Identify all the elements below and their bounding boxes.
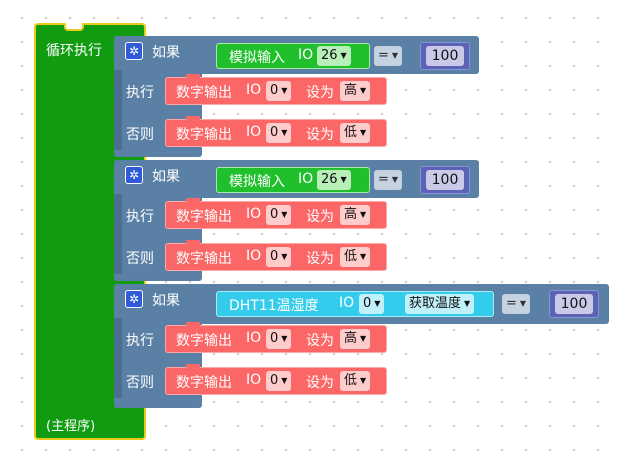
pin-dropdown[interactable]: 0▼ (266, 205, 292, 225)
operator-value: = (378, 172, 389, 187)
dropdown-arrow-icon: ▼ (281, 376, 288, 385)
set-label: 设为 (306, 251, 334, 267)
dropdown-arrow-icon: ▼ (281, 334, 288, 343)
pin-value: 0 (270, 207, 279, 222)
io-label: IO (246, 372, 262, 388)
dropdown-arrow-icon: ▼ (374, 299, 381, 308)
set-label: 设为 (306, 209, 334, 225)
state-dropdown[interactable]: 高▼ (340, 329, 371, 349)
state-value: 高 (344, 83, 358, 98)
io-label: IO (246, 124, 262, 140)
then-label: 执行 (126, 209, 154, 225)
io-label: IO (246, 82, 262, 98)
set-label: 设为 (306, 127, 334, 143)
dropdown-arrow-icon: ▼ (360, 86, 367, 95)
dropdown-arrow-icon: ▼ (281, 210, 288, 219)
state-value: 低 (344, 373, 358, 388)
operator-value: = (506, 296, 517, 311)
measure-dropdown[interactable]: 获取温度▼ (405, 294, 475, 314)
analog-input-label: 模拟输入 (229, 174, 285, 190)
dropdown-arrow-icon: ▼ (360, 334, 367, 343)
pin-value: 0 (270, 125, 279, 140)
loop-footer: (主程序) (46, 419, 96, 434)
dropdown-arrow-icon: ▼ (340, 175, 347, 184)
dropdown-arrow-icon: ▼ (360, 252, 367, 261)
pin-dropdown[interactable]: 0▼ (266, 81, 292, 101)
dropdown-arrow-icon: ▼ (360, 210, 367, 219)
gear-icon[interactable]: ✲ (125, 166, 143, 184)
dropdown-arrow-icon: ▼ (519, 299, 527, 308)
pin-dropdown[interactable]: 0▼ (359, 294, 385, 314)
pin-dropdown[interactable]: 0▼ (266, 371, 292, 391)
dht11-label: DHT11温湿度 (229, 298, 319, 314)
number-value[interactable]: 100 (555, 294, 593, 314)
operator-dropdown[interactable]: =▼ (374, 170, 403, 190)
digital-output-label: 数字输出 (176, 251, 232, 267)
operator-dropdown[interactable]: =▼ (374, 46, 403, 66)
state-value: 高 (344, 207, 358, 222)
state-dropdown[interactable]: 高▼ (340, 81, 371, 101)
set-label: 设为 (306, 85, 334, 101)
io-label: IO (298, 171, 314, 187)
else-label: 否则 (126, 375, 154, 391)
io-label: IO (246, 248, 262, 264)
dropdown-arrow-icon: ▼ (281, 86, 288, 95)
measure-value: 获取温度 (409, 296, 462, 311)
dropdown-arrow-icon: ▼ (360, 376, 367, 385)
pin-value: 0 (363, 296, 372, 311)
digital-output-label: 数字输出 (176, 333, 232, 349)
dropdown-arrow-icon: ▼ (360, 128, 367, 137)
if-label: 如果 (152, 293, 180, 309)
dropdown-arrow-icon: ▼ (391, 175, 399, 184)
loop-title: 循环执行 (46, 43, 102, 59)
loop-notch (64, 23, 84, 31)
pin-dropdown[interactable]: 0▼ (266, 247, 292, 267)
else-label: 否则 (126, 127, 154, 143)
then-label: 执行 (126, 85, 154, 101)
pin-dropdown[interactable]: 26▼ (317, 170, 351, 190)
set-label: 设为 (306, 375, 334, 391)
digital-output-label: 数字输出 (176, 127, 232, 143)
gear-icon[interactable]: ✲ (125, 290, 143, 308)
pin-dropdown[interactable]: 0▼ (266, 329, 292, 349)
if-label: 如果 (152, 169, 180, 185)
dropdown-arrow-icon: ▼ (464, 299, 471, 308)
operator-dropdown[interactable]: =▼ (502, 294, 531, 314)
dropdown-arrow-icon: ▼ (281, 252, 288, 261)
io-label: IO (298, 47, 314, 63)
then-label: 执行 (126, 333, 154, 349)
if-label: 如果 (152, 45, 180, 61)
dropdown-arrow-icon: ▼ (281, 128, 288, 137)
digital-output-label: 数字输出 (176, 209, 232, 225)
pin-value: 0 (270, 249, 279, 264)
number-value[interactable]: 100 (426, 46, 464, 66)
operator-value: = (378, 48, 389, 63)
pin-value: 0 (270, 331, 279, 346)
io-label: IO (246, 330, 262, 346)
digital-output-label: 数字输出 (176, 85, 232, 101)
dropdown-arrow-icon: ▼ (391, 51, 399, 60)
pin-value: 26 (321, 48, 338, 63)
state-dropdown[interactable]: 低▼ (340, 247, 371, 267)
pin-value: 0 (270, 373, 279, 388)
set-label: 设为 (306, 333, 334, 349)
state-dropdown[interactable]: 低▼ (340, 123, 371, 143)
state-value: 高 (344, 331, 358, 346)
state-value: 低 (344, 125, 358, 140)
analog-input-label: 模拟输入 (229, 50, 285, 66)
pin-dropdown[interactable]: 26▼ (317, 46, 351, 66)
digital-output-label: 数字输出 (176, 375, 232, 391)
pin-value: 26 (321, 172, 338, 187)
else-label: 否则 (126, 251, 154, 267)
dropdown-arrow-icon: ▼ (340, 51, 347, 60)
io-label: IO (339, 295, 355, 311)
state-value: 低 (344, 249, 358, 264)
number-value[interactable]: 100 (426, 170, 464, 190)
state-dropdown[interactable]: 高▼ (340, 205, 371, 225)
gear-icon[interactable]: ✲ (125, 42, 143, 60)
state-dropdown[interactable]: 低▼ (340, 371, 371, 391)
io-label: IO (246, 206, 262, 222)
pin-value: 0 (270, 83, 279, 98)
pin-dropdown[interactable]: 0▼ (266, 123, 292, 143)
